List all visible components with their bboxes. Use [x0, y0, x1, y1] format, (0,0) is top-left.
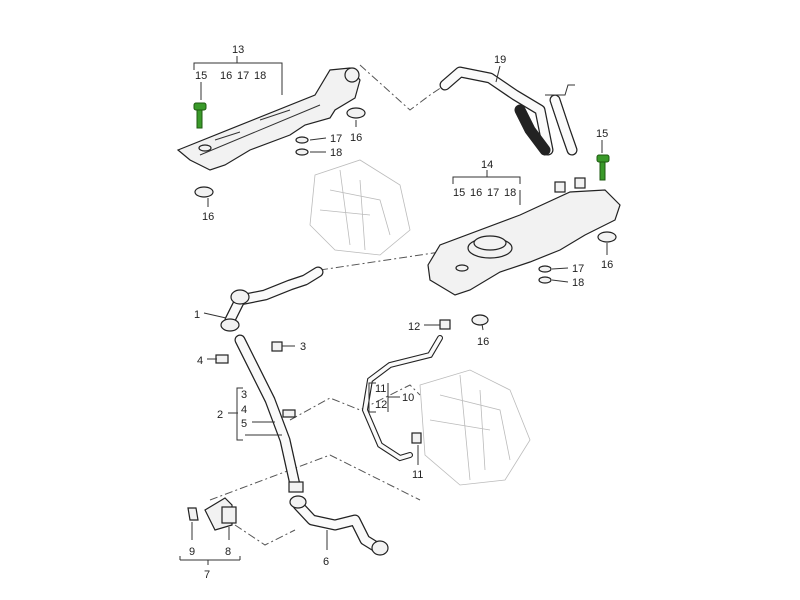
label-19: 19 [494, 54, 506, 66]
label-16: 16 [601, 259, 613, 271]
label-13: 13 [232, 44, 244, 56]
label-11: 11 [375, 383, 386, 395]
label-4: 4 [241, 404, 247, 416]
label-15: 15 [195, 70, 207, 82]
label-11: 11 [412, 469, 423, 481]
small-parts [187, 107, 617, 531]
label-12: 12 [375, 399, 387, 411]
label-1: 1 [194, 309, 200, 321]
engine-block-sketch-right [419, 369, 531, 486]
label-leaders [179, 56, 608, 565]
label-5: 5 [241, 418, 247, 430]
label-15: 15 [596, 128, 608, 140]
label-17: 17 [330, 133, 342, 145]
label-14: 14 [481, 159, 493, 171]
part-number-labels: 13 15 16 17 18 16 17 18 16 19 15 14 15 1… [189, 44, 613, 581]
label-18: 18 [504, 187, 516, 199]
engine-block-sketch-left [309, 159, 411, 256]
label-18: 18 [254, 70, 266, 82]
label-17: 17 [572, 263, 584, 275]
label-16: 16 [477, 336, 489, 348]
label-3: 3 [241, 389, 247, 401]
label-16: 16 [470, 187, 482, 199]
bolt-15-left [193, 102, 207, 129]
label-10: 10 [402, 392, 414, 404]
label-18: 18 [572, 277, 584, 289]
label-3: 3 [300, 341, 306, 353]
engine-cover-13 [176, 67, 361, 171]
label-16: 16 [202, 211, 214, 223]
label-4: 4 [197, 355, 203, 367]
breather-pipe-2 [234, 334, 304, 493]
engine-cover-14 [427, 177, 621, 296]
label-17: 17 [237, 70, 249, 82]
label-17: 17 [487, 187, 499, 199]
label-16: 16 [350, 132, 362, 144]
breather-hose-1 [220, 266, 324, 332]
label-6: 6 [323, 556, 329, 568]
label-8: 8 [225, 546, 231, 558]
pipe-10 [361, 335, 443, 462]
dashed-leader-lines [209, 64, 446, 546]
label-15: 15 [453, 187, 465, 199]
hose-6 [289, 495, 389, 556]
bolt-15-right [596, 154, 610, 181]
label-16: 16 [220, 70, 232, 82]
label-2: 2 [217, 409, 223, 421]
label-18: 18 [330, 147, 342, 159]
label-9: 9 [189, 546, 195, 558]
breather-hose-19 [439, 66, 578, 156]
label-12: 12 [408, 321, 420, 333]
label-7: 7 [204, 569, 210, 581]
